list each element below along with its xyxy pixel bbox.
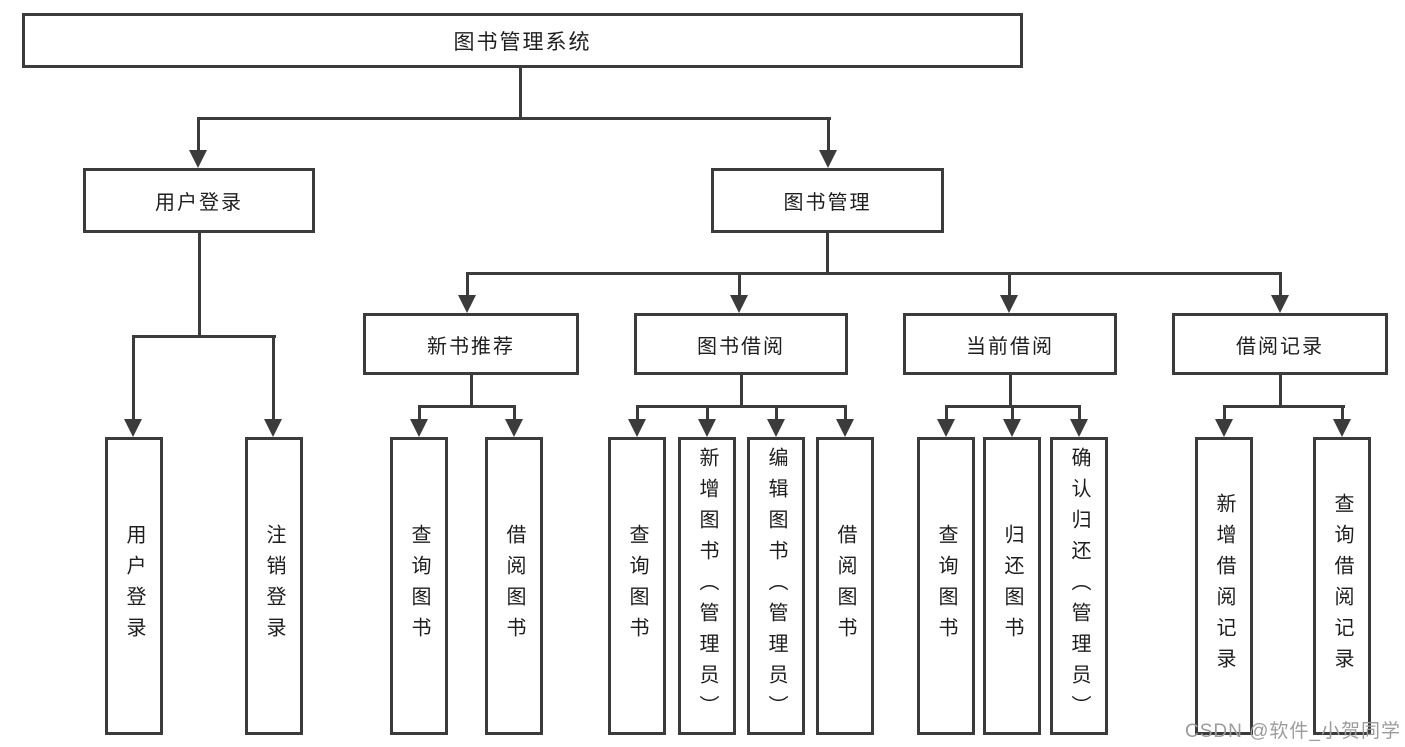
connector-line bbox=[1011, 405, 1014, 422]
arrow-down-icon bbox=[767, 419, 785, 437]
connector-line bbox=[470, 375, 473, 407]
connector-line bbox=[945, 405, 948, 422]
leaf-query-books-3-label: 查询图书 bbox=[935, 524, 957, 648]
connector-line bbox=[706, 405, 709, 422]
arrow-down-icon bbox=[189, 150, 207, 168]
node-borrow-records: 借阅记录 bbox=[1172, 313, 1388, 375]
connector-line bbox=[513, 405, 516, 422]
node-borrow-records-label: 借阅记录 bbox=[1236, 335, 1324, 358]
arrow-down-icon bbox=[124, 419, 142, 437]
connector-line bbox=[844, 405, 847, 422]
connector-line bbox=[272, 335, 275, 421]
node-user-login: 用户登录 bbox=[83, 168, 315, 233]
connector-line bbox=[198, 233, 201, 338]
node-book-management: 图书管理 bbox=[711, 168, 944, 233]
arrow-down-icon bbox=[836, 419, 854, 437]
leaf-query-books-1-label: 查询图书 bbox=[408, 524, 430, 648]
arrow-down-icon bbox=[628, 419, 646, 437]
connector-line bbox=[1223, 405, 1345, 408]
connector-line bbox=[519, 68, 522, 118]
connector-line bbox=[418, 405, 421, 422]
arrow-down-icon bbox=[1000, 295, 1018, 313]
connector-line bbox=[466, 272, 1282, 275]
connector-line bbox=[1279, 272, 1282, 298]
leaf-edit-book-admin-label: 编辑图书（管理员） bbox=[765, 446, 787, 726]
node-current-borrow-label: 当前借阅 bbox=[966, 335, 1054, 358]
leaf-add-book-admin-label: 新增图书（管理员） bbox=[696, 446, 718, 726]
arrow-down-icon bbox=[819, 150, 837, 168]
connector-line bbox=[636, 405, 847, 408]
node-root-label: 图书管理系统 bbox=[453, 30, 592, 54]
connector-line bbox=[1008, 272, 1011, 298]
connector-line bbox=[1009, 375, 1012, 407]
leaf-borrow-books-1: 借阅图书 bbox=[485, 437, 543, 735]
leaf-logout-label: 注销登录 bbox=[263, 524, 285, 648]
connector-line bbox=[132, 335, 276, 338]
node-user-login-label: 用户登录 bbox=[155, 192, 243, 214]
connector-line bbox=[418, 405, 516, 408]
leaf-query-books-3: 查询图书 bbox=[917, 437, 975, 735]
connector-line bbox=[636, 405, 639, 422]
leaf-return-books: 归还图书 bbox=[983, 437, 1041, 735]
connector-line bbox=[738, 272, 741, 298]
connector-line bbox=[826, 233, 829, 275]
leaf-return-books-label: 归还图书 bbox=[1001, 524, 1023, 648]
leaf-query-books-2: 查询图书 bbox=[608, 437, 666, 735]
connector-line bbox=[197, 117, 831, 120]
leaf-add-borrow-record: 新增借阅记录 bbox=[1195, 437, 1253, 735]
connector-line bbox=[775, 405, 778, 422]
connector-line bbox=[1279, 375, 1282, 407]
arrow-down-icon bbox=[1271, 295, 1289, 313]
leaf-query-borrow-record-label: 查询借阅记录 bbox=[1331, 493, 1353, 679]
leaf-query-borrow-record: 查询借阅记录 bbox=[1313, 437, 1371, 735]
arrow-down-icon bbox=[1003, 419, 1021, 437]
node-root: 图书管理系统 bbox=[22, 13, 1023, 68]
arrow-down-icon bbox=[264, 419, 282, 437]
leaf-logout: 注销登录 bbox=[245, 437, 303, 735]
arrow-down-icon bbox=[1070, 419, 1088, 437]
connector-line bbox=[827, 117, 830, 153]
arrow-down-icon bbox=[458, 295, 476, 313]
node-book-borrow-label: 图书借阅 bbox=[697, 335, 785, 358]
node-new-book-recommend: 新书推荐 bbox=[363, 313, 579, 375]
leaf-user-login: 用户登录 bbox=[105, 437, 163, 735]
leaf-edit-book-admin: 编辑图书（管理员） bbox=[747, 437, 805, 735]
connector-line bbox=[132, 335, 135, 421]
connector-line bbox=[197, 117, 200, 153]
arrow-down-icon bbox=[730, 295, 748, 313]
node-current-borrow: 当前借阅 bbox=[903, 313, 1117, 375]
arrow-down-icon bbox=[937, 419, 955, 437]
leaf-query-books-1: 查询图书 bbox=[390, 437, 448, 735]
arrow-down-icon bbox=[698, 419, 716, 437]
leaf-borrow-books-2: 借阅图书 bbox=[816, 437, 874, 735]
connector-line bbox=[466, 272, 469, 298]
leaf-add-book-admin: 新增图书（管理员） bbox=[678, 437, 736, 735]
arrow-down-icon bbox=[1215, 419, 1233, 437]
node-new-book-recommend-label: 新书推荐 bbox=[427, 335, 515, 358]
leaf-borrow-books-1-label: 借阅图书 bbox=[503, 524, 525, 648]
leaf-confirm-return-admin-label: 确认归还（管理员） bbox=[1068, 446, 1090, 726]
leaf-user-login-label: 用户登录 bbox=[123, 524, 145, 648]
leaf-confirm-return-admin: 确认归还（管理员） bbox=[1050, 437, 1108, 735]
connector-line bbox=[1223, 405, 1226, 422]
connector-line bbox=[740, 375, 743, 407]
csdn-watermark: CSDN @软件_小贺同学 bbox=[1185, 721, 1401, 742]
leaf-add-borrow-record-label: 新增借阅记录 bbox=[1213, 493, 1235, 679]
connector-line bbox=[1341, 405, 1344, 422]
arrow-down-icon bbox=[505, 419, 523, 437]
node-book-borrow: 图书借阅 bbox=[634, 313, 848, 375]
leaf-query-books-2-label: 查询图书 bbox=[626, 524, 648, 648]
arrow-down-icon bbox=[1333, 419, 1351, 437]
connector-line bbox=[1078, 405, 1081, 422]
node-book-management-label: 图书管理 bbox=[783, 192, 872, 214]
leaf-borrow-books-2-label: 借阅图书 bbox=[834, 524, 856, 648]
arrow-down-icon bbox=[410, 419, 428, 437]
